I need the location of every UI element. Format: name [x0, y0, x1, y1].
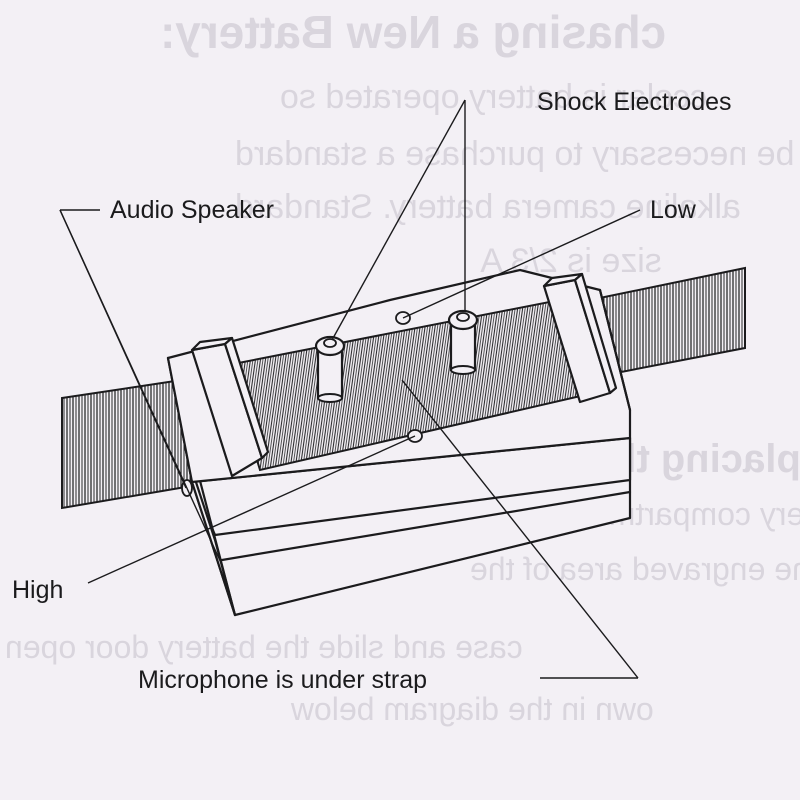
ghost-line-2: ccolar is battery operated so: [280, 78, 707, 116]
ghost-line-1: chasing a New Battery:: [160, 6, 666, 58]
shock-electrode-right: [447, 309, 479, 375]
label-audio-speaker: Audio Speaker: [110, 196, 274, 224]
label-shock-electrodes: Shock Electrodes: [537, 88, 732, 116]
label-low: Low: [650, 196, 697, 224]
label-high: High: [12, 576, 63, 604]
ghost-line-4: alkaline camera battery. Standard: [235, 188, 741, 226]
receiver-box: [166, 268, 632, 617]
background-bleed-text: chasing a New Battery: ccolar is battery…: [5, 6, 800, 727]
label-microphone: Microphone is under strap: [138, 666, 427, 694]
ghost-line-3: be necessary to purchase a standard: [235, 135, 794, 173]
ghost-line-9: case and slide the battery door open: [5, 629, 523, 665]
leader-lines: [59, 99, 641, 679]
strap-clip-right: [542, 272, 618, 404]
strap-clip-left: [190, 336, 270, 478]
shock-electrode-left: [314, 335, 346, 403]
ghost-line-10: own in the diagram below: [290, 691, 654, 727]
ghost-line-8: own on the engraved area of the: [470, 551, 800, 587]
